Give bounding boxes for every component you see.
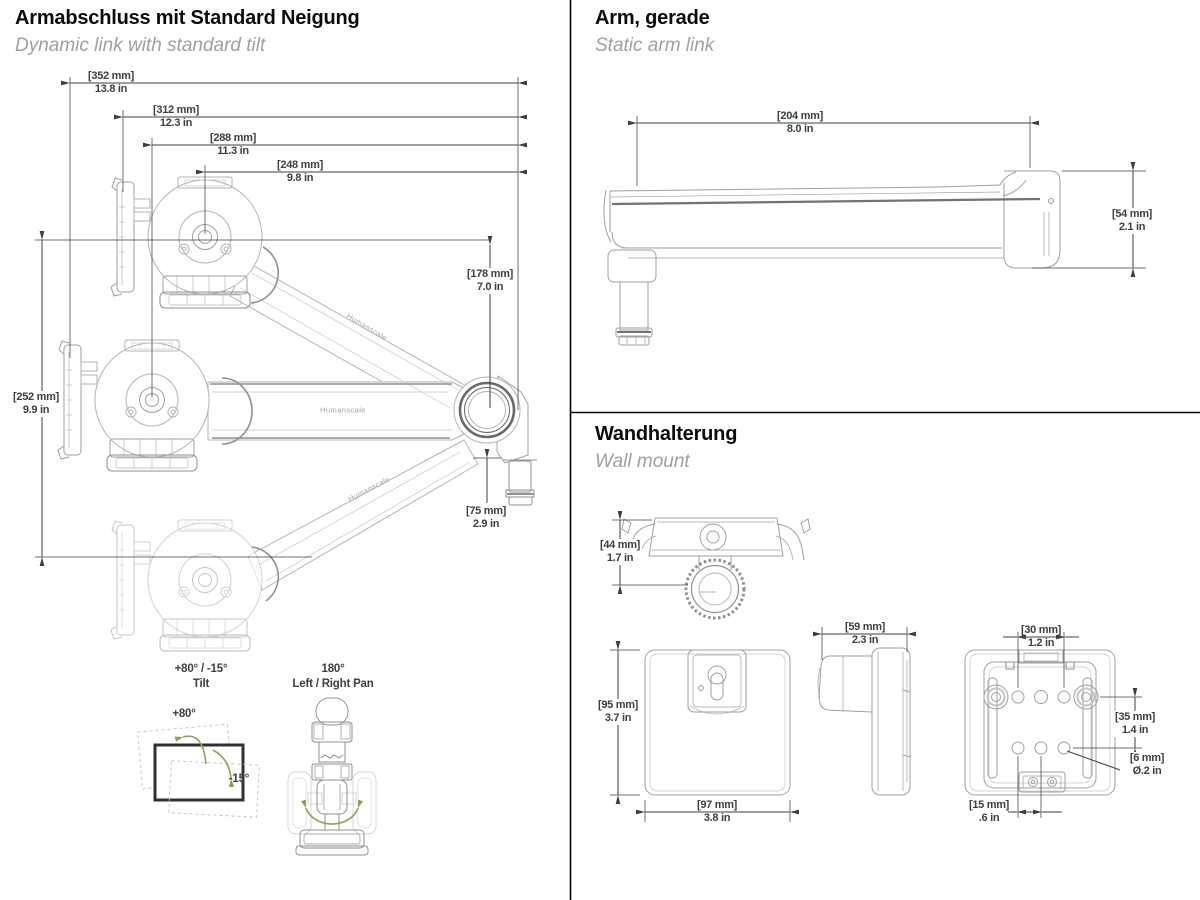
static-arm-drawing [603, 116, 1146, 346]
wall-mount-back-view [964, 632, 1142, 818]
dynamic-panel-title: Armabschluss mit Standard Neigung [15, 7, 360, 29]
dim-label-178mm: [178 mm] 7.0 in [465, 268, 515, 294]
dim-label-204mm: [204 mm] 8.0 in [777, 110, 823, 135]
brand-label-middle-arm: Humanscale [320, 405, 366, 415]
pan-diagram [287, 697, 377, 856]
dynamic-arm-drawing [35, 77, 537, 652]
static-panel-subtitle: Static arm link [595, 35, 715, 56]
tilt-min-label: -15° [228, 773, 250, 785]
dynamic-panel-subtitle: Dynamic link with standard tilt [15, 35, 266, 56]
wall-mount-top-view [612, 510, 811, 620]
wall-mount-side-view [812, 627, 917, 796]
dynamic-extension-lines [35, 77, 519, 558]
wall-mount-front-view [610, 640, 800, 822]
wall-panel-subtitle: Wall mount [595, 451, 690, 472]
dim-label-252mm: [252 mm] 9.9 in [11, 391, 61, 417]
pan-range-heading: 180° [321, 663, 345, 675]
dim-label-54mm: [54 mm] 2.1 in [1109, 208, 1155, 234]
dim-label-288mm: [288 mm] 11.3 in [210, 132, 256, 157]
dim-label-248mm: [248 mm] 9.8 in [277, 159, 323, 184]
dim-label-15mm: [15 mm] .6 in [968, 799, 1010, 824]
tilt-diagram [137, 723, 260, 818]
dim-label-30mm: [30 mm] 1.2 in [1020, 624, 1062, 649]
dim-label-352mm: [352 mm] 13.8 in [88, 70, 134, 95]
dim-label-35mm: [35 mm] 1.4 in [1112, 711, 1158, 737]
dim-label-6mm: [6 mm] Ø.2 in [1127, 752, 1167, 778]
wall-panel-title: Wandhalterung [595, 423, 738, 445]
static-panel-title: Arm, gerade [595, 7, 710, 29]
dim-label-97mm: [97 mm] 3.8 in [696, 799, 738, 824]
tilt-max-label: +80° [172, 708, 196, 720]
pan-label: Left / Right Pan [292, 678, 374, 690]
dim-label-312mm: [312 mm] 12.3 in [153, 104, 199, 129]
dim-label-95mm: [95 mm] 3.7 in [595, 699, 641, 725]
panel-dividers [569, 0, 1200, 900]
dim-label-75mm: [75 mm] 2.9 in [463, 505, 509, 531]
tilt-range-heading: +80° / -15° [174, 663, 228, 675]
dim-label-44mm: [44 mm] 1.7 in [597, 539, 643, 565]
dim-label-59mm: [59 mm] 2.3 in [844, 621, 886, 646]
tilt-label: Tilt [192, 678, 210, 690]
